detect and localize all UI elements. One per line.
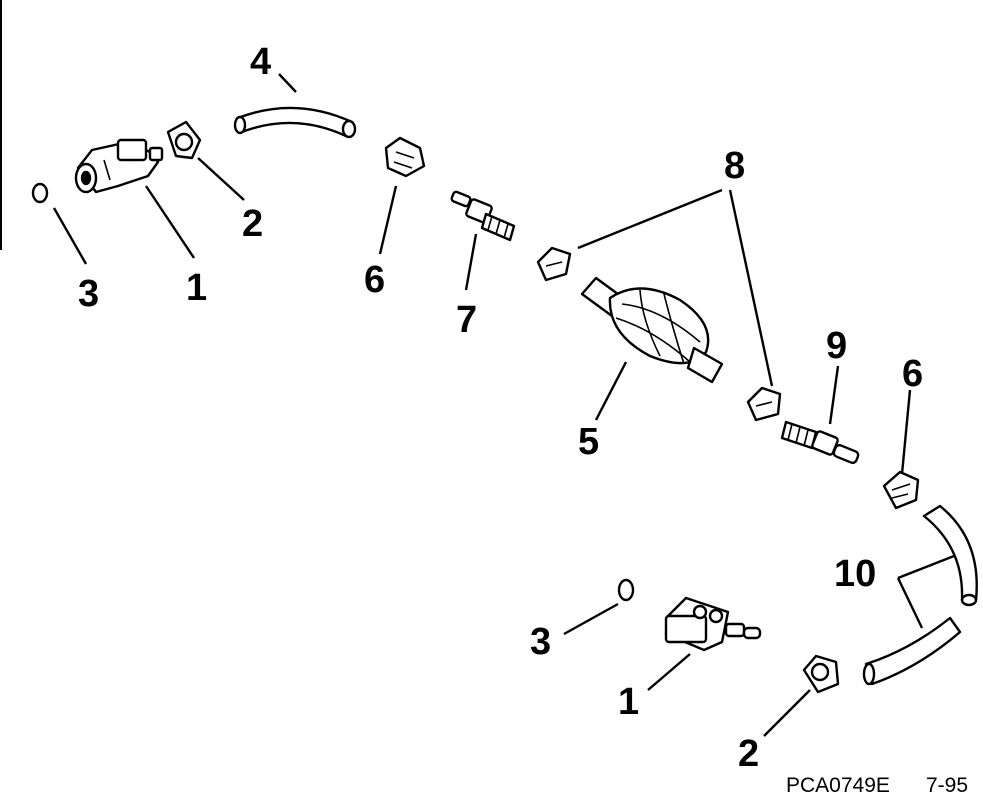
callout-2-top: 2 bbox=[242, 203, 263, 245]
callout-labels: 4 2 1 3 6 7 8 5 9 6 10 3 1 2 bbox=[78, 41, 923, 775]
part-8-clamp-upper bbox=[536, 246, 572, 282]
callout-2-bottom: 2 bbox=[738, 733, 759, 775]
part-6-clamp-top bbox=[384, 136, 426, 178]
callout-10: 10 bbox=[834, 553, 876, 595]
part-1-connector-bottom bbox=[664, 596, 762, 652]
part-3-o-ring-top bbox=[31, 182, 49, 204]
part-5-primer-bulb bbox=[580, 276, 724, 384]
callout-4: 4 bbox=[250, 41, 271, 83]
callout-8: 8 bbox=[724, 145, 745, 187]
part-9-fitting bbox=[780, 420, 860, 465]
part-2-clamp-top bbox=[166, 120, 202, 160]
callout-1-top: 1 bbox=[186, 267, 207, 309]
callout-6-right: 6 bbox=[902, 353, 923, 395]
part-10-hose-lower bbox=[862, 616, 962, 686]
part-1-connector-top bbox=[74, 138, 164, 194]
part-4-hose bbox=[233, 106, 357, 139]
callout-6-top: 6 bbox=[364, 259, 385, 301]
callout-9: 9 bbox=[826, 325, 847, 367]
callout-3-top: 3 bbox=[78, 273, 99, 315]
part-8-clamp-lower bbox=[746, 386, 782, 422]
part-10-hose-upper bbox=[922, 504, 978, 607]
callout-3-bottom: 3 bbox=[530, 621, 551, 663]
callout-5: 5 bbox=[578, 421, 599, 463]
date-code: 7-95 bbox=[926, 774, 968, 797]
part-7-fitting bbox=[450, 190, 516, 242]
callout-1-bottom: 1 bbox=[618, 681, 639, 723]
leader-lines bbox=[52, 73, 955, 737]
figure-code: PCA0749E bbox=[786, 774, 890, 797]
part-6-clamp-right bbox=[882, 470, 920, 510]
part-2-clamp-bottom bbox=[802, 654, 840, 694]
part-3-o-ring-bottom bbox=[617, 578, 635, 602]
callout-7: 7 bbox=[456, 299, 477, 341]
